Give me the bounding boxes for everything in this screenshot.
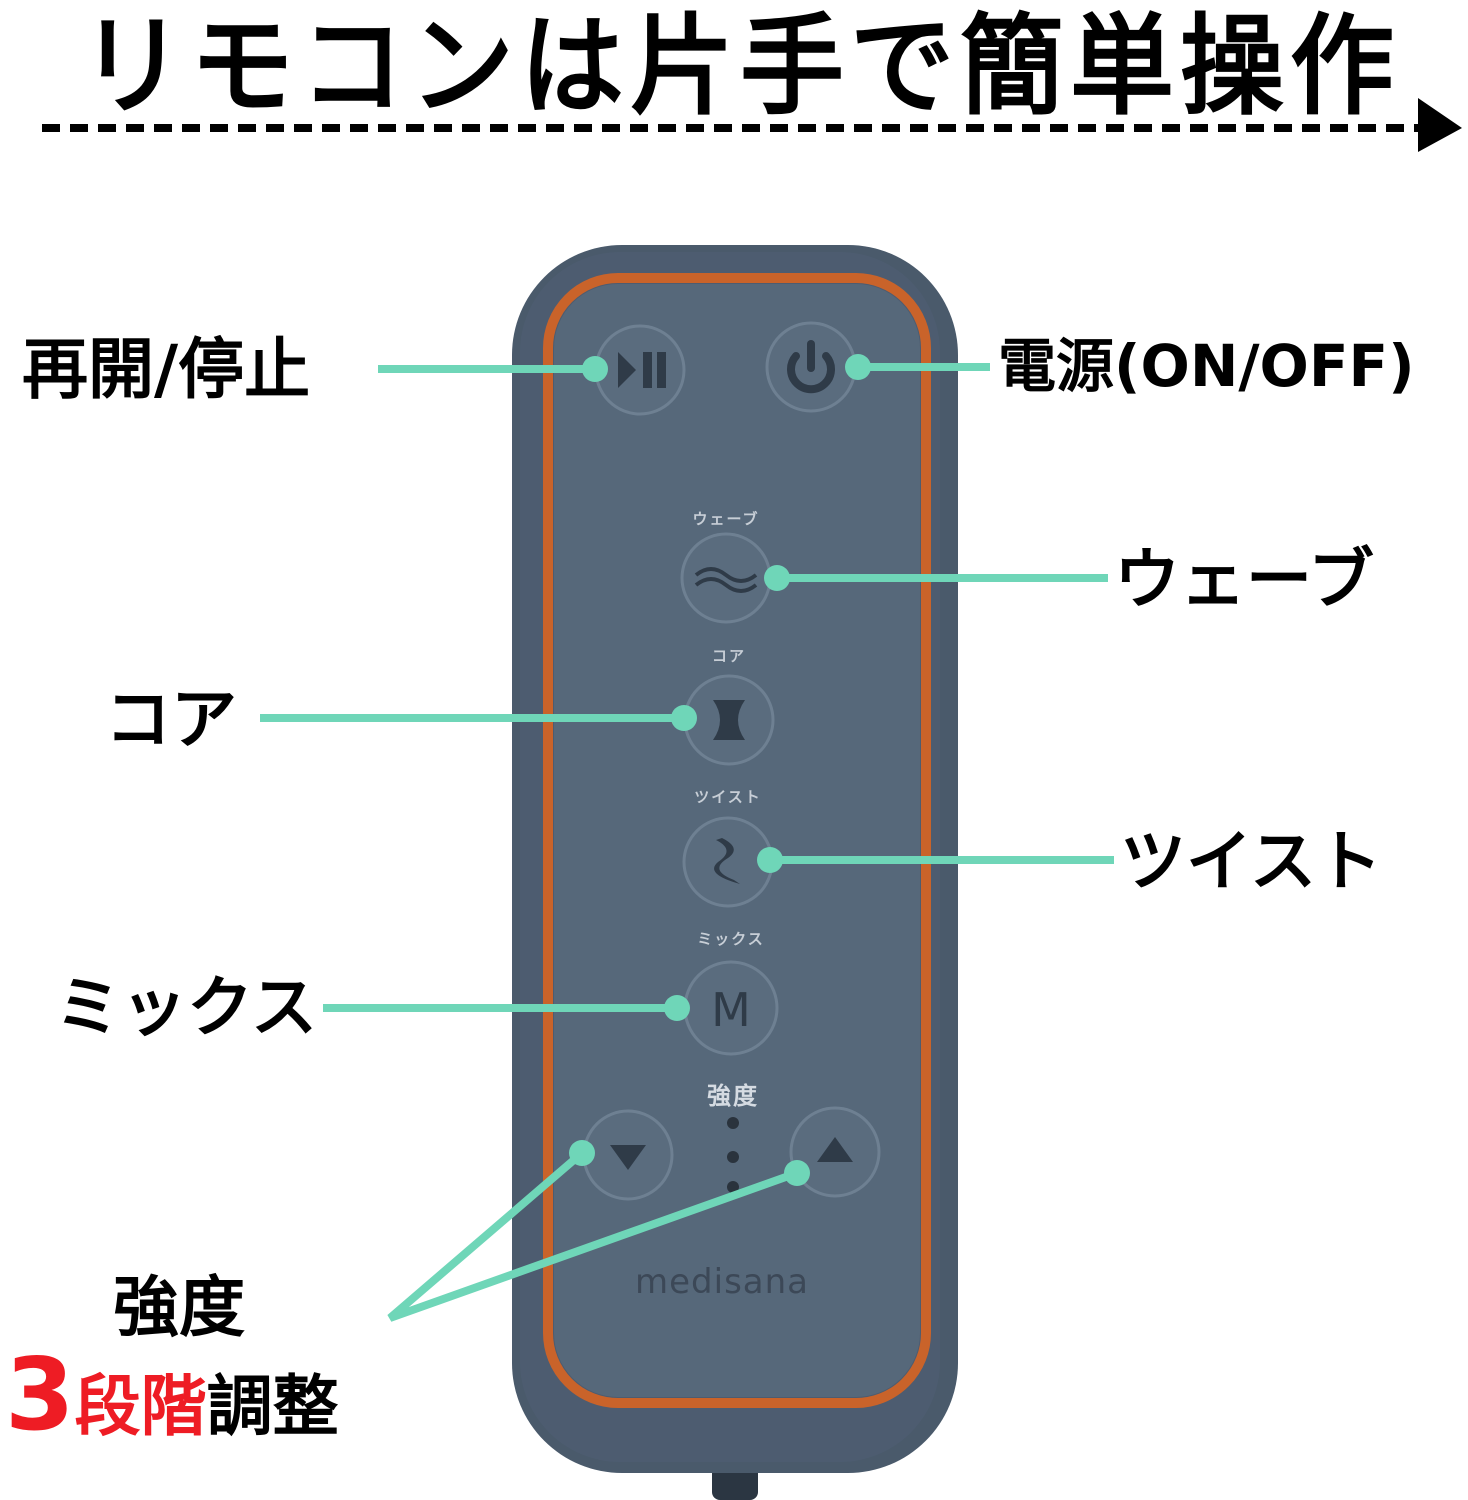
brand-logo: medisana [635, 1262, 809, 1302]
power-button [765, 321, 857, 413]
callout-lines [260, 354, 1114, 1322]
svg-text:M: M [711, 983, 751, 1037]
remote-label-twist: ツイスト [694, 788, 762, 806]
callout-play-pause: 再開/停止 [22, 331, 311, 408]
intensity-up-button [789, 1106, 881, 1198]
callout-power: 電源(ON/OFF) [998, 332, 1415, 400]
play-pause-button [594, 324, 686, 416]
intensity-down-button [582, 1109, 674, 1201]
callout-intensity-title: 強度 [113, 1269, 245, 1346]
callout-core: コア [105, 681, 237, 758]
core-button [683, 674, 775, 766]
callout-intensity-levels: 3段階調整 [5, 1345, 339, 1457]
callout-mix: ミックス [55, 969, 318, 1046]
callout-wave: ウェーブ [1114, 541, 1375, 618]
headline: リモコンは片手で簡単操作 [80, 1, 1401, 131]
mix-button: M [683, 960, 779, 1056]
wave-button [680, 532, 772, 624]
remote-label-mix: ミックス [697, 930, 765, 948]
intensity-number: 3 [5, 1336, 75, 1453]
callout-twist: ツイスト [1120, 823, 1383, 900]
intensity-adjust: 調整 [206, 1368, 339, 1445]
intensity-steps: 段階 [74, 1368, 207, 1445]
remote-label-intensity: 強度 [707, 1082, 759, 1110]
remote-label-core: コア [711, 647, 746, 665]
remote-label-wave: ウェーブ [692, 510, 760, 528]
dashed-arrow-icon [42, 98, 1462, 152]
